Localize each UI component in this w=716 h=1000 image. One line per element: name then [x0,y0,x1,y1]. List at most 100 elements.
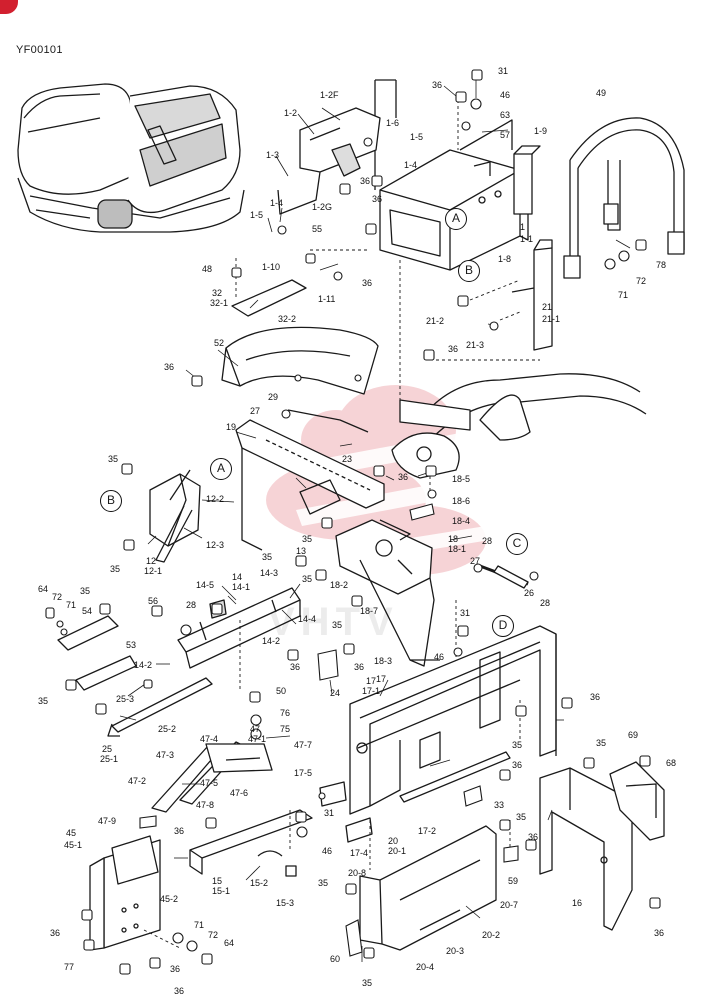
guard-49 [563,117,685,279]
panel-16 [539,767,633,931]
part-label: 16 [572,898,583,908]
part-label: 1-11 [318,294,336,304]
part-label: 55 [312,224,323,234]
part-label: 21-2 [426,316,445,326]
part-label: 17 [376,674,387,684]
part-label: 25-1 [100,754,119,764]
canopy-sketch [17,83,245,233]
part-label: 46 [322,846,333,856]
part-label: 49 [596,88,607,98]
part-label: 25 [102,744,113,754]
part-label: 56 [148,596,159,606]
part-label: 68 [666,758,677,768]
part-label: 47-1 [248,734,267,744]
part-label: 17-5 [294,768,313,778]
ref-a-lower: A [210,458,232,480]
part-label: 75 [280,724,291,734]
part-label: 15-1 [212,886,231,896]
part-label: 14-4 [298,614,317,624]
part-label: 35 [110,564,121,574]
part-label: 12-3 [206,540,225,550]
part-label: 35 [318,878,329,888]
cover-20 [359,825,497,951]
part-label: 20 [388,836,399,846]
part-label: 36 [590,692,601,702]
part-label: 1-5 [410,132,424,142]
part-label: 1-9 [534,126,548,136]
part-label: 29 [268,392,279,402]
part-label: 45-1 [64,840,83,850]
part-label: 36 [512,760,523,770]
ref-c: C [506,533,528,555]
part-label: 31 [460,608,471,618]
part-label: 36 [528,832,539,842]
part-label: 14 [232,572,243,582]
part-label: 20-4 [416,962,435,972]
cover-52 [221,326,379,395]
part-label: 12-1 [144,566,163,576]
part-label: 36 [50,928,61,938]
part-label: 36 [654,928,665,938]
part-label: 46 [434,652,445,662]
swing-frame-18 [335,519,440,667]
part-label: 28 [540,598,551,608]
part-label: 47-4 [200,734,219,744]
part-label: 1-5 [250,210,264,220]
part-label: 18-5 [452,474,471,484]
part-label: 13 [296,546,307,556]
part-label: 36 [362,278,373,288]
part-label: 53 [126,640,137,650]
part-label: 1-2F [320,90,339,100]
bracket-1-2 [277,107,381,215]
beam-14 [177,587,301,669]
diagram-code: YF00101 [16,44,63,56]
part-label: 1 [520,222,526,232]
bracket-47 [151,741,273,813]
part-label: 18 [448,534,459,544]
part-label: 35 [596,738,607,748]
part-label: 77 [64,962,75,972]
part-label: 47 [250,724,261,734]
main-frame-17 [349,625,557,815]
part-label: 18-7 [360,606,379,616]
part-label: 45 [66,828,77,838]
part-label: 78 [656,260,667,270]
part-label: 1-2G [312,202,333,212]
part-label: 36 [164,362,175,372]
part-label: 36 [170,964,181,974]
part-label: 27 [470,556,481,566]
part-label: 17-2 [418,826,437,836]
part-label: 1-8 [498,254,512,264]
part-label: 71 [618,290,629,300]
part-label: 15 [212,876,223,886]
part-label: 47-9 [98,816,117,826]
part-label: 20-3 [446,946,465,956]
part-label: 15-3 [276,898,295,908]
part-label: 71 [66,600,77,610]
ref-b-lower: B [100,490,122,512]
part-label: 18-6 [452,496,471,506]
part-label: 31 [324,808,335,818]
part-label: 54 [82,606,93,616]
part-label: 20-7 [500,900,519,910]
part-label: 31 [498,66,509,76]
frame-19 [235,409,385,551]
part-label: 59 [508,876,519,886]
part-label: 72 [636,276,647,286]
part-label: 36 [360,176,371,186]
ref-b-upper: B [458,260,480,282]
ref-d: D [492,615,514,637]
part-label: 21-1 [542,314,561,324]
brand-corner-mark [0,0,18,14]
part-label: 47-3 [156,750,175,760]
part-label: 24 [330,688,341,698]
panel-21 [511,239,553,351]
plate-15 [189,809,313,877]
part-label: 18-2 [330,580,349,590]
part-label: 52 [214,338,225,348]
ref-a-upper: A [445,208,467,230]
part-label: 28 [482,536,493,546]
bolt-cluster [45,69,661,975]
part-label: 27 [250,406,261,416]
